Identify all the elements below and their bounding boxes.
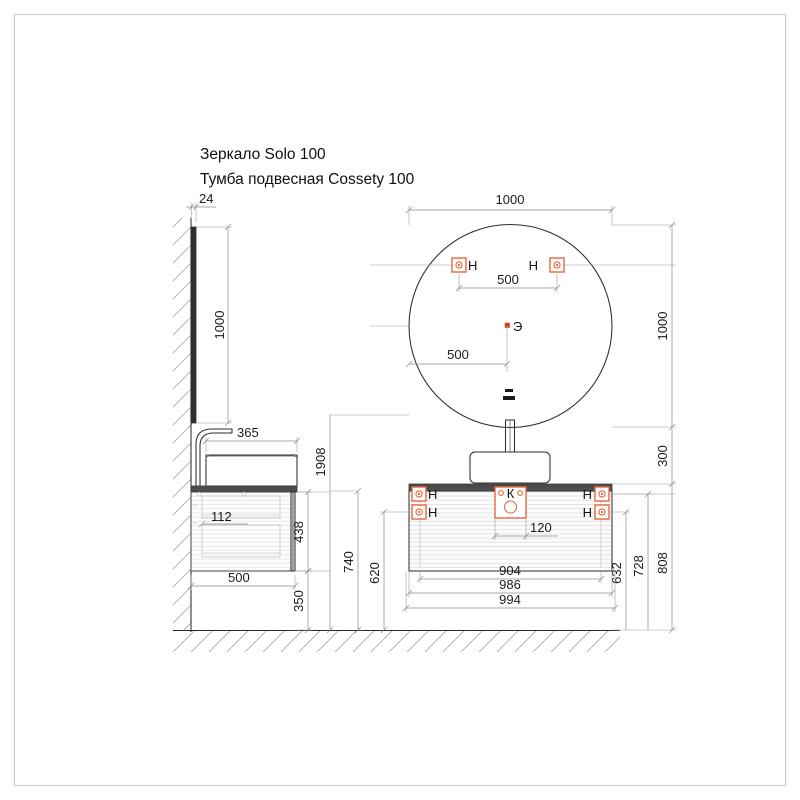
- dim-1000s-tick-bot: [224, 419, 232, 427]
- basin-side-profile: [205, 454, 298, 487]
- dim-904-tick-b: [597, 575, 605, 583]
- mirror-mount-left-label: Н: [468, 258, 477, 273]
- dim-1908-tick-bot: [326, 626, 334, 634]
- dim-mirror-to-cabinet-text: 300: [655, 445, 670, 467]
- cabinet-mount-tr-label: Н: [583, 487, 592, 502]
- dim-500s-tick-a: [187, 582, 195, 590]
- dim-1908-text: 1908: [313, 448, 328, 477]
- dim-438-tick-top: [304, 488, 312, 496]
- drawer-upper-side: [201, 495, 281, 519]
- dim-986-tick-b: [608, 589, 616, 597]
- dim-water-offset-text: 120: [530, 520, 552, 535]
- dim-365-text: 365: [237, 425, 259, 440]
- drawer-lower-side: [201, 524, 281, 558]
- cabinet-mount-tl-label: Н: [428, 487, 437, 502]
- front-elevation-view: 1000 Н Н 500: [330, 192, 676, 634]
- dim-24-text: 24: [199, 191, 213, 206]
- dim-808-text: 808: [655, 552, 670, 574]
- dim-994-text: 994: [499, 592, 521, 607]
- electrical-label: Э: [513, 319, 522, 334]
- dim-500b-tick-a: [405, 360, 413, 368]
- dim-112-text: 112: [211, 509, 232, 524]
- dim-350-text: 350: [291, 590, 306, 612]
- touch-sensor-icon: [503, 389, 515, 400]
- title-line-1: Зеркало Solo 100: [200, 146, 326, 163]
- dim-438-text: 438: [291, 521, 306, 543]
- hinge-upper: [196, 491, 202, 497]
- dim-electrical-offset-text: 500: [447, 347, 469, 362]
- dim-632-tick-top: [622, 508, 630, 516]
- basin-side-rim: [205, 455, 298, 460]
- dim-986-tick-a: [405, 589, 413, 597]
- title-line-2: Тумба подвесная Cossety 100: [200, 171, 415, 188]
- dim-500-depth-text: 500: [228, 570, 250, 585]
- mirror-mount-right-label: Н: [529, 258, 538, 273]
- cabinet-side-front-panel: [290, 491, 296, 572]
- dim-350-tick-top: [304, 567, 312, 575]
- dim-500s-tick-b: [291, 582, 299, 590]
- dim-w1000-tick-a: [405, 206, 413, 214]
- dim-120-tick-b: [522, 532, 530, 540]
- dim-904-tick-a: [416, 575, 424, 583]
- dim-620-tick-bot: [380, 626, 388, 634]
- water-connection-marker: К: [494, 486, 527, 519]
- cabinet-side-body: [190, 491, 294, 572]
- dim-808-tick-bot: [668, 626, 676, 634]
- dim-120-tick-a: [491, 532, 499, 540]
- dim-1000-side-text: 1000: [212, 311, 227, 340]
- dim-994-tick-b: [611, 604, 619, 612]
- cabinet-mount-bottom-right: Н: [583, 504, 610, 520]
- dim-1000s-tick-top: [224, 223, 232, 231]
- dim-740-tick-bot: [354, 626, 362, 634]
- water-label: К: [507, 486, 515, 501]
- dim-500b-tick-b: [503, 360, 511, 368]
- dim-904-text: 904: [499, 563, 521, 578]
- dim-mount-spacing-text: 500: [497, 272, 519, 287]
- dim-500a-tick-b: [553, 284, 561, 292]
- side-elevation-view: 24 1000 365 112 438: [173, 191, 620, 652]
- hinge-mid: [241, 491, 247, 497]
- dim-350-tick-bot: [304, 626, 312, 634]
- dim-r1000-tick-top: [668, 221, 676, 229]
- mirror-side-profile: [191, 226, 197, 424]
- cabinet-mount-br-label: Н: [583, 505, 592, 520]
- sheet-border: [14, 14, 786, 786]
- faucet-side-profile: [195, 428, 233, 489]
- cabinet-mount-top-left: Н: [411, 486, 437, 502]
- basin-front: [469, 451, 551, 484]
- dim-500a-tick-a: [455, 284, 463, 292]
- dim-620-tick-top: [380, 508, 388, 516]
- floor-hatch: [173, 630, 620, 652]
- dim-w1000-tick-b: [608, 206, 616, 214]
- dim-24-tick-a: [188, 203, 195, 211]
- cabinet-mount-top-right: Н: [583, 486, 610, 502]
- dim-365-tick-b: [293, 437, 301, 445]
- dim-mirror-height-text: 1000: [655, 312, 670, 341]
- dim-986-text: 986: [499, 577, 521, 592]
- dim-24-tick-b: [193, 203, 199, 211]
- dim-620-text: 620: [367, 562, 382, 584]
- countertop-side: [190, 485, 298, 493]
- dim-740-text: 740: [341, 551, 356, 573]
- dim-365-tick-a: [202, 437, 210, 445]
- dim-112-tick: [198, 520, 206, 528]
- dim-728-text: 728: [631, 555, 646, 577]
- mirror-mount-left: Н: [451, 257, 477, 273]
- cabinet-mount-bl-label: Н: [428, 505, 437, 520]
- cabinet-mount-bottom-left: Н: [411, 504, 437, 520]
- dim-994-tick-a: [402, 604, 410, 612]
- dim-632-text: 632: [609, 562, 624, 584]
- wall-hatch: [173, 218, 191, 630]
- dim-mirror-width-text: 1000: [496, 192, 525, 207]
